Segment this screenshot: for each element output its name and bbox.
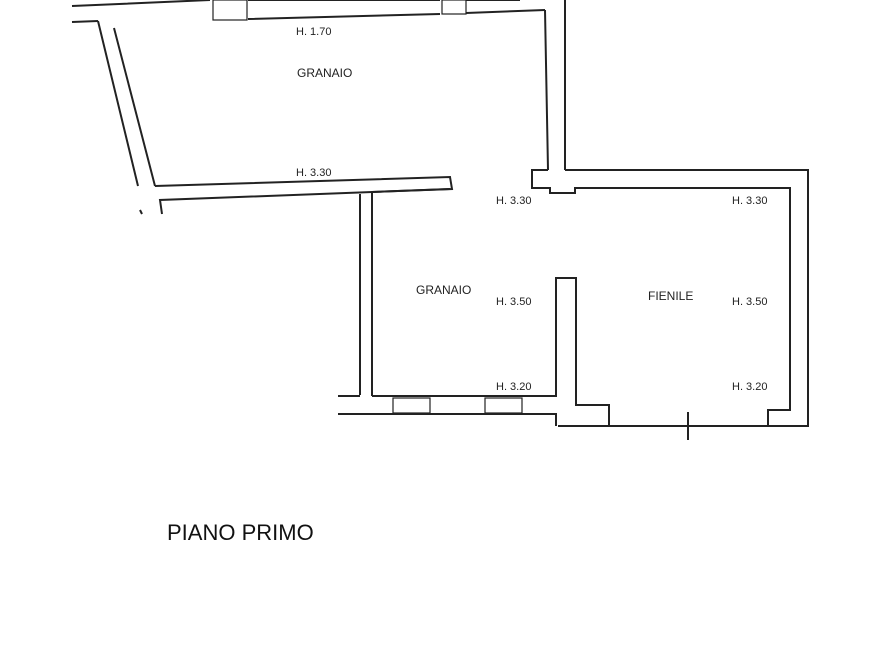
lower-window-1	[392, 397, 431, 414]
connection-wall	[531, 169, 791, 425]
height-label-lower-bottom: H. 3.20	[496, 381, 531, 393]
room-label-granaio-upper: GRANAIO	[297, 66, 352, 80]
lower-walls	[338, 169, 809, 440]
upper-left-wall	[97, 20, 156, 187]
upper-window-2	[441, 0, 467, 15]
lower-window-2	[484, 397, 523, 414]
granaio-lower-bottom-wall	[372, 277, 610, 425]
upper-top-inner-wall	[71, 9, 546, 23]
upper-right-wall	[544, 0, 566, 171]
plan-title: PIANO PRIMO	[167, 520, 314, 545]
height-label-upper-top: H. 1.70	[296, 26, 331, 38]
room-label-fienile: FIENILE	[648, 289, 693, 303]
height-label-fienile-top: H. 3.30	[732, 195, 767, 207]
outer-bottom-wall	[338, 395, 557, 426]
fienile-outer-wall	[558, 169, 809, 427]
upper-top-wall	[71, 0, 520, 7]
upper-granaio-walls	[71, 0, 566, 215]
height-label-fienile-mid: H. 3.50	[732, 296, 767, 308]
upper-window-1	[212, 0, 248, 21]
upper-bottom-wall	[139, 175, 454, 215]
height-label-upper-bottom: H. 3.30	[296, 167, 331, 179]
height-label-lower-mid: H. 3.50	[496, 296, 531, 308]
granaio-lower-top-wall	[371, 188, 451, 193]
height-label-lower-top: H. 3.30	[496, 195, 531, 207]
height-label-fienile-bottom: H. 3.20	[732, 381, 767, 393]
room-label-granaio-lower: GRANAIO	[416, 283, 471, 297]
granaio-lower-left-wall	[359, 192, 373, 396]
